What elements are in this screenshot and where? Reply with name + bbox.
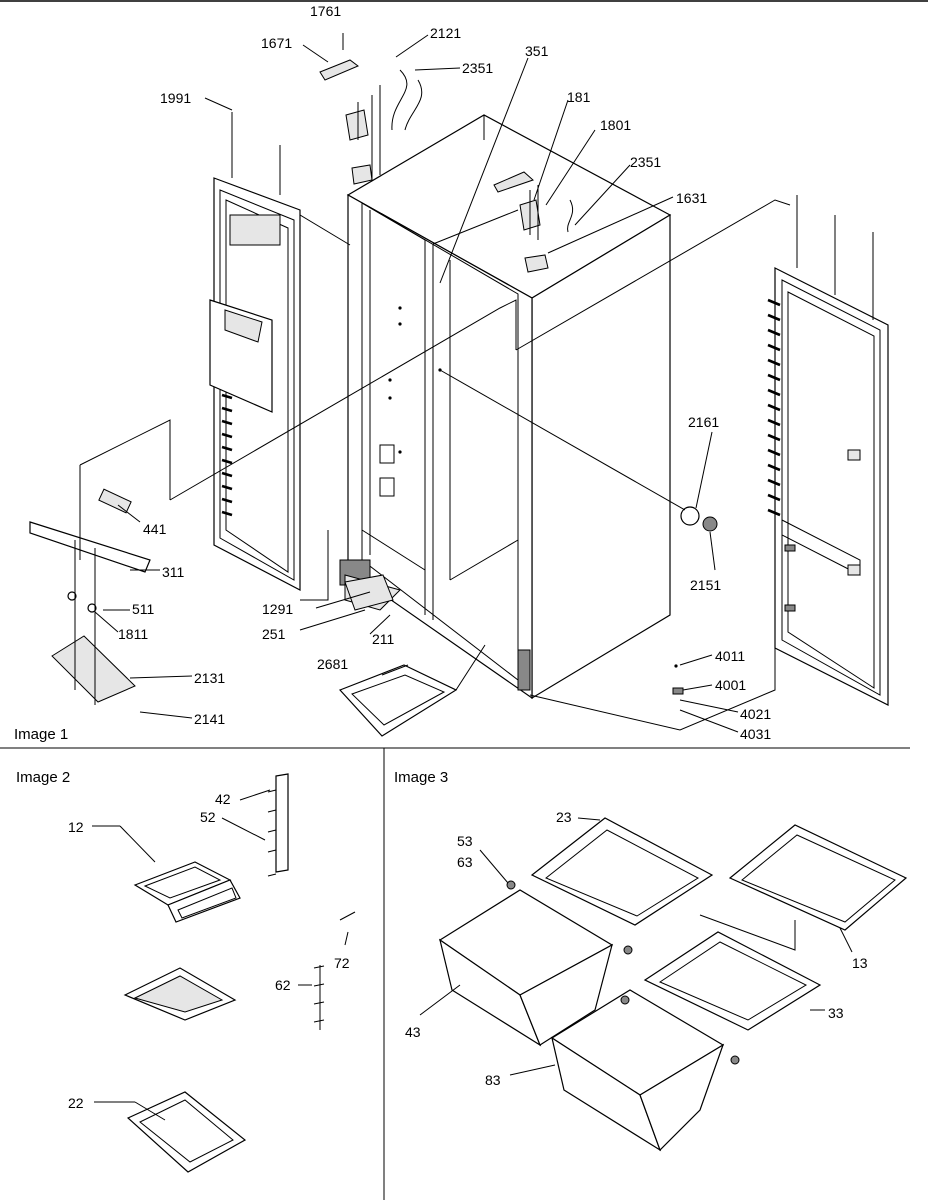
callout-311: 311: [162, 564, 185, 580]
image-3-leaders: [419, 817, 853, 1076]
callout-1801: 1801: [600, 117, 631, 133]
image-3-callouts: 23 53 63 13 43 33 83: [405, 809, 868, 1088]
callout-4011: 4011: [715, 648, 745, 664]
callout-2351-right: 2351: [630, 154, 661, 170]
callout-181: 181: [567, 89, 591, 105]
callout-211: 211: [372, 631, 395, 647]
left-door: [209, 112, 301, 591]
callout-2121: 2121: [430, 25, 461, 41]
left-door-shelf-ticks: [221, 393, 233, 517]
callout-2141: 2141: [194, 711, 225, 727]
lower-parts: [29, 488, 718, 737]
callout-511: 511: [132, 601, 155, 617]
callout-1761: 1761: [310, 3, 341, 19]
callout-42: 42: [215, 791, 231, 807]
image-1-leaders: [79, 33, 791, 733]
callout-4001: 4001: [715, 677, 746, 693]
callout-2681: 2681: [317, 656, 348, 672]
callout-43: 43: [405, 1024, 421, 1040]
image-1-callouts: 1761 1671 2121 2351 351 1991 181 1801 23…: [118, 3, 771, 742]
callout-2151: 2151: [690, 577, 721, 593]
callout-1631: 1631: [676, 190, 707, 206]
image-2-callouts: 42 52 12 72 62 22: [68, 791, 350, 1111]
callout-2131: 2131: [194, 670, 225, 686]
callout-23: 23: [556, 809, 572, 825]
panel-titles: Image 1 Image 2 Image 3: [14, 726, 448, 786]
top-hinges: [319, 59, 574, 273]
callout-12: 12: [68, 819, 84, 835]
callout-251: 251: [262, 626, 286, 642]
callout-1291: 1291: [262, 601, 293, 617]
callout-62: 62: [275, 977, 291, 993]
callout-1991: 1991: [160, 90, 191, 106]
panel-title-image-3: Image 3: [394, 769, 448, 786]
callout-83: 83: [485, 1072, 501, 1088]
image-2-drawing: [123, 773, 356, 1173]
callout-33: 33: [828, 1005, 844, 1021]
callout-4021: 4021: [740, 706, 771, 722]
panel-title-image-1: Image 1: [14, 726, 68, 743]
cabinet: [339, 114, 672, 700]
callout-22: 22: [68, 1095, 84, 1111]
callout-52: 52: [200, 809, 216, 825]
right-door-shelf-ticks: [767, 298, 781, 517]
callout-72: 72: [334, 955, 350, 971]
callout-441: 441: [143, 521, 167, 537]
callout-53: 53: [457, 833, 473, 849]
callout-13: 13: [852, 955, 868, 971]
callout-351: 351: [525, 43, 549, 59]
right-door: [767, 195, 889, 706]
callout-63: 63: [457, 854, 473, 870]
callout-2351-left: 2351: [462, 60, 493, 76]
panel-title-image-2: Image 2: [16, 769, 70, 786]
callout-1671: 1671: [261, 35, 292, 51]
image-1-drawing: [29, 33, 889, 737]
callout-1811: 1811: [118, 626, 148, 642]
callout-2161: 2161: [688, 414, 719, 430]
image-3-drawing: [438, 817, 908, 1152]
callout-4031: 4031: [740, 726, 771, 742]
image-2-leaders: [92, 789, 312, 1121]
